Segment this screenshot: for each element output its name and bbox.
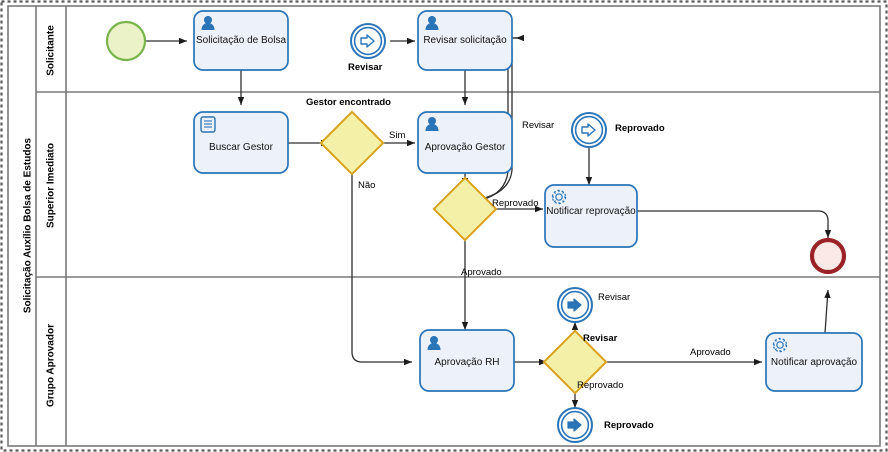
arrow-right-icon	[581, 123, 596, 137]
flow-label-aprovado-superior: Aprovado	[461, 267, 502, 278]
catch-reprovado-superior[interactable]	[571, 112, 607, 148]
gear-icon	[551, 189, 567, 205]
task-notificar-reprovacao-label: Notificar reprovação	[546, 206, 636, 217]
task-notificar-reprovacao[interactable]	[544, 184, 638, 248]
flow-label-reprovado-rh: Reprovado	[577, 380, 624, 391]
user-icon	[427, 336, 441, 350]
task-solicitacao-bolsa[interactable]	[193, 10, 289, 71]
catch-reprovado-superior-label: Reprovado	[615, 123, 665, 134]
task-aprovacao-rh[interactable]	[419, 329, 515, 392]
task-notificar-aprovacao-label: Notificar aprovação	[770, 357, 858, 368]
user-icon	[425, 16, 439, 30]
task-aprovacao-gestor[interactable]	[417, 111, 513, 174]
gear-icon	[772, 337, 788, 353]
lane-label-solicitante: Solicitante	[45, 25, 57, 76]
gateway-aprovacao-gestor[interactable]	[432, 176, 498, 242]
arrow-right-icon	[567, 418, 582, 432]
flow-notificarreprovacao-to-end	[637, 210, 832, 238]
flow-notificaraprovacao-to-end	[824, 289, 831, 334]
task-buscar-gestor-label: Buscar Gestor	[209, 142, 273, 153]
flow-label-aprovado-rh: Aprovado	[690, 347, 731, 358]
flow-label-reprovado-superior: Reprovado	[492, 198, 539, 209]
user-icon	[425, 117, 439, 131]
task-aprovacao-gestor-label: Aprovação Gestor	[424, 142, 506, 153]
gateway-aprovacao-rh[interactable]	[542, 329, 608, 395]
gateway-gestor-encontrado-label: Gestor encontrado	[306, 97, 391, 108]
flow-label-revisar-superior: Revisar	[522, 120, 555, 131]
catch-revisar-solicitante[interactable]	[350, 23, 386, 59]
end-event[interactable]	[809, 237, 847, 275]
pool-title: Solicitação Auxílio Bolsa de Estudos	[22, 137, 34, 314]
script-icon	[200, 116, 216, 133]
task-revisar-solicitacao[interactable]	[417, 10, 513, 71]
throw-revisar-rh[interactable]	[557, 287, 593, 323]
catch-revisar-solicitante-label: Revisar	[348, 62, 383, 73]
arrow-right-icon	[567, 298, 582, 312]
lane-label-superior-imediato: Superior Imediato	[45, 143, 57, 229]
throw-reprovado-rh[interactable]	[557, 407, 593, 443]
task-notificar-aprovacao[interactable]	[765, 332, 863, 392]
gateway-gestor-encontrado[interactable]	[319, 110, 385, 176]
arrow-right-icon	[360, 34, 375, 48]
task-aprovacao-rh-label: Aprovação RH	[434, 357, 500, 368]
start-event[interactable]	[105, 20, 147, 62]
throw-revisar-rh-label: Revisar	[598, 292, 631, 303]
lane-label-grupo-aprovador: Grupo Aprovador	[45, 324, 57, 407]
task-solicitacao-bolsa-label: Solicitação de Bolsa	[195, 35, 287, 46]
task-buscar-gestor[interactable]	[193, 111, 289, 174]
flow-label-nao: Não	[358, 180, 376, 191]
flow-gateway-nao	[351, 166, 412, 366]
flow-label-sim: Sim	[389, 130, 406, 141]
user-icon	[201, 16, 215, 30]
throw-reprovado-rh-label: Reprovado	[604, 420, 654, 431]
task-revisar-solicitacao-label: Revisar solicitação	[423, 35, 507, 46]
flow-label-revisar-rh: Revisar	[583, 333, 618, 344]
